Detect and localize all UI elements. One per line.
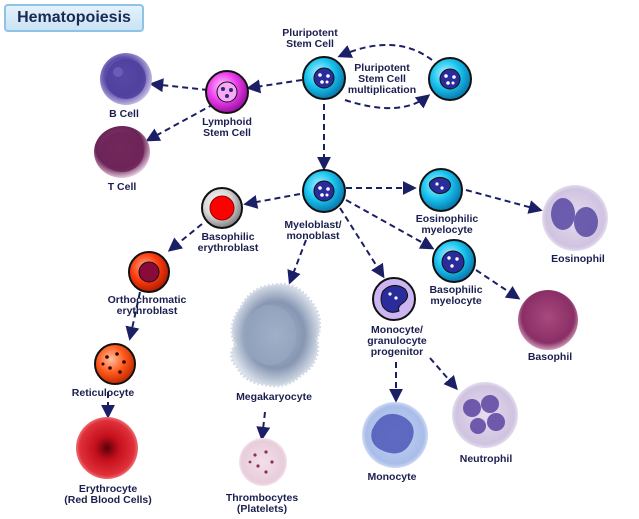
pluripotent-stem-cell-icon <box>302 56 346 100</box>
label-line: myelocyte <box>421 224 473 236</box>
label-line: Monocyte <box>367 471 416 483</box>
arrow-megakaryocyte-to-thrombocytes <box>256 411 271 441</box>
label-line: monoblast <box>286 230 340 242</box>
label-reticulocyte: Reticulocyte <box>72 387 135 399</box>
label-line: Basophil <box>528 351 572 363</box>
arrow-pluripotent-to-lymphoid <box>246 79 303 94</box>
b-cell-icon <box>100 53 152 105</box>
label-line: Basophilic <box>429 284 482 296</box>
arrow-multiplication-to-pluripotent <box>337 43 433 61</box>
orthochromatic-erythroblast-icon <box>128 251 170 293</box>
label-line: multiplication <box>348 84 416 96</box>
basophil-icon <box>518 290 578 350</box>
arrow-monocyte-progenitor-to-neutrophil <box>429 357 458 391</box>
erythrocyte-icon <box>76 417 138 479</box>
label-line: Neutrophil <box>460 453 513 465</box>
arrows <box>101 43 543 441</box>
label-b-cell: B Cell <box>109 108 139 120</box>
label-line: Megakaryocyte <box>236 391 312 403</box>
label-line: Pluripotent <box>282 27 338 39</box>
title-box: Hematopoiesis <box>4 4 144 32</box>
t-cell-icon <box>94 126 150 178</box>
myeloblast-icon <box>302 169 346 213</box>
arrow-lymphoid-to-bcell <box>149 78 209 93</box>
label-line: Eosinophilic <box>416 213 479 225</box>
label-line: Thrombocytes <box>226 492 299 504</box>
arrow-myeloblast-to-basophilic-erythroblast <box>243 193 301 209</box>
label-line: Stem Cell <box>358 73 406 85</box>
label-basophil: Basophil <box>528 351 572 363</box>
label-line: granulocyte <box>367 335 427 347</box>
neutrophil-icon <box>452 382 518 448</box>
label-megakaryocyte: Megakaryocyte <box>236 391 312 403</box>
label-line: B Cell <box>109 108 139 120</box>
eosinophil-icon <box>542 185 608 251</box>
label-line: Pluripotent <box>354 62 410 74</box>
thrombocytes-icon <box>239 438 287 486</box>
basophilic-erythroblast-icon <box>201 187 243 229</box>
label-erythrocyte: Erythrocyte(Red Blood Cells) <box>64 483 152 506</box>
arrow-pluripotent-to-multiplication <box>344 94 431 109</box>
label-line: Myeloblast/ <box>284 219 341 231</box>
label-line: (Red Blood Cells) <box>64 494 152 506</box>
label-line: Stem Cell <box>203 127 251 139</box>
label-line: Erythrocyte <box>79 483 138 495</box>
arrow-orthochromatic-to-reticulocyte <box>125 291 141 341</box>
label-eosinophil: Eosinophil <box>551 253 605 265</box>
megakaryocyte-icon <box>230 282 322 388</box>
label-line: Basophilic <box>201 231 254 243</box>
label-line: T Cell <box>108 181 137 193</box>
label-line: myelocyte <box>430 295 482 307</box>
arrow-lymphoid-to-tcell <box>145 103 215 142</box>
basophilic-myelocyte-icon <box>432 239 476 283</box>
monocyte-icon <box>362 402 428 468</box>
arrow-basophilic-erythroblast-to-orthochromatic <box>167 223 203 252</box>
label-line: Lymphoid <box>202 116 252 128</box>
label-line: erythroblast <box>198 242 259 254</box>
label-line: Stem Cell <box>286 38 334 50</box>
label-line: Reticulocyte <box>72 387 135 399</box>
arrow-myeloblast-to-monocyte-progenitor <box>339 207 385 279</box>
diagram-title: Hematopoiesis <box>17 9 131 26</box>
label-line: Orthochromatic <box>108 294 187 306</box>
monocyte-progenitor-icon <box>372 277 416 321</box>
label-line: erythroblast <box>117 305 178 317</box>
label-line: Eosinophil <box>551 253 605 265</box>
arrow-eosinophilic-myelocyte-to-eosinophil <box>465 189 543 214</box>
label-neutrophil: Neutrophil <box>460 453 513 465</box>
arrow-myeloblast-to-basophilic-myelocyte <box>345 199 435 250</box>
label-myeloblast: Myeloblast/monoblast <box>284 219 341 242</box>
arrow-myeloblast-to-megakaryocyte <box>287 239 307 285</box>
reticulocyte-icon <box>94 343 136 385</box>
arrow-basophilic-myelocyte-to-basophil <box>475 269 521 300</box>
multiplication-stem-cell-icon <box>428 57 472 101</box>
label-line: (Platelets) <box>237 503 287 515</box>
eosinophilic-myelocyte-icon <box>419 168 463 212</box>
lymphoid-stem-cell-icon <box>205 70 249 114</box>
label-line: Monocyte/ <box>371 324 423 336</box>
label-line: progenitor <box>371 346 424 358</box>
label-monocyte: Monocyte <box>367 471 416 483</box>
label-t-cell: T Cell <box>108 181 137 193</box>
label-thrombocytes: Thrombocytes(Platelets) <box>226 492 299 515</box>
